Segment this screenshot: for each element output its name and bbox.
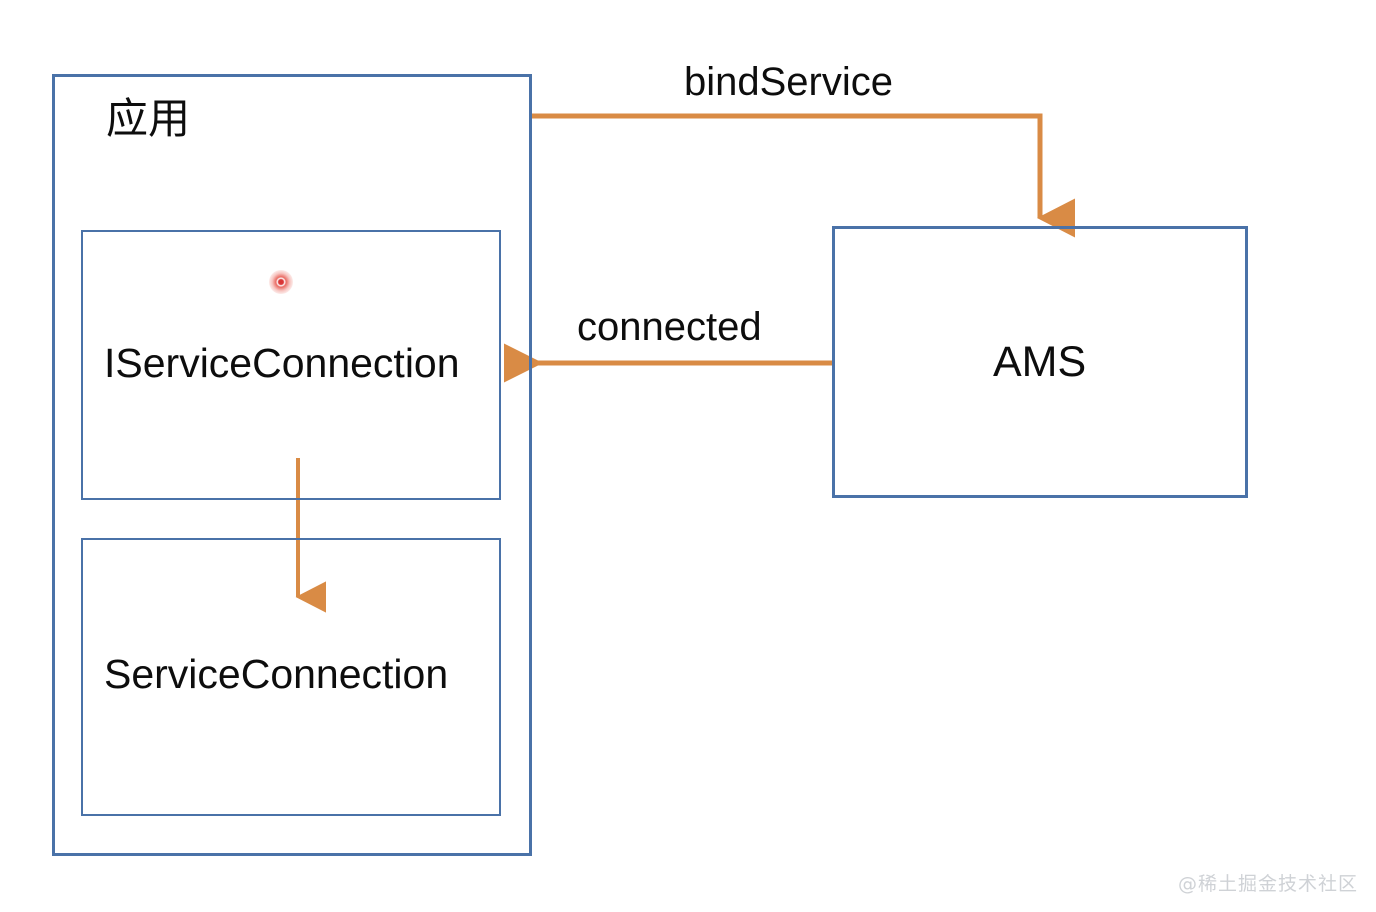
node-service-connection-box[interactable] [81,538,501,816]
watermark-text: @稀土掘金技术社区 [1177,873,1358,895]
node-app-box[interactable] [52,74,532,856]
node-ams-label: AMS [993,338,1087,386]
edge-label-bind-service: bindService [684,60,894,104]
node-app-label: 应用 [106,94,191,143]
node-service-connection-label: ServiceConnection [104,651,449,697]
node-iservice-connection-box[interactable] [81,230,501,500]
arrow-bind-service [531,113,1075,238]
node-ams-box[interactable] [832,226,1248,498]
mouse-cursor-dot [269,270,293,294]
node-iservice-connection-label: IServiceConnection [104,340,460,386]
edge-label-connected: connected [577,305,762,349]
